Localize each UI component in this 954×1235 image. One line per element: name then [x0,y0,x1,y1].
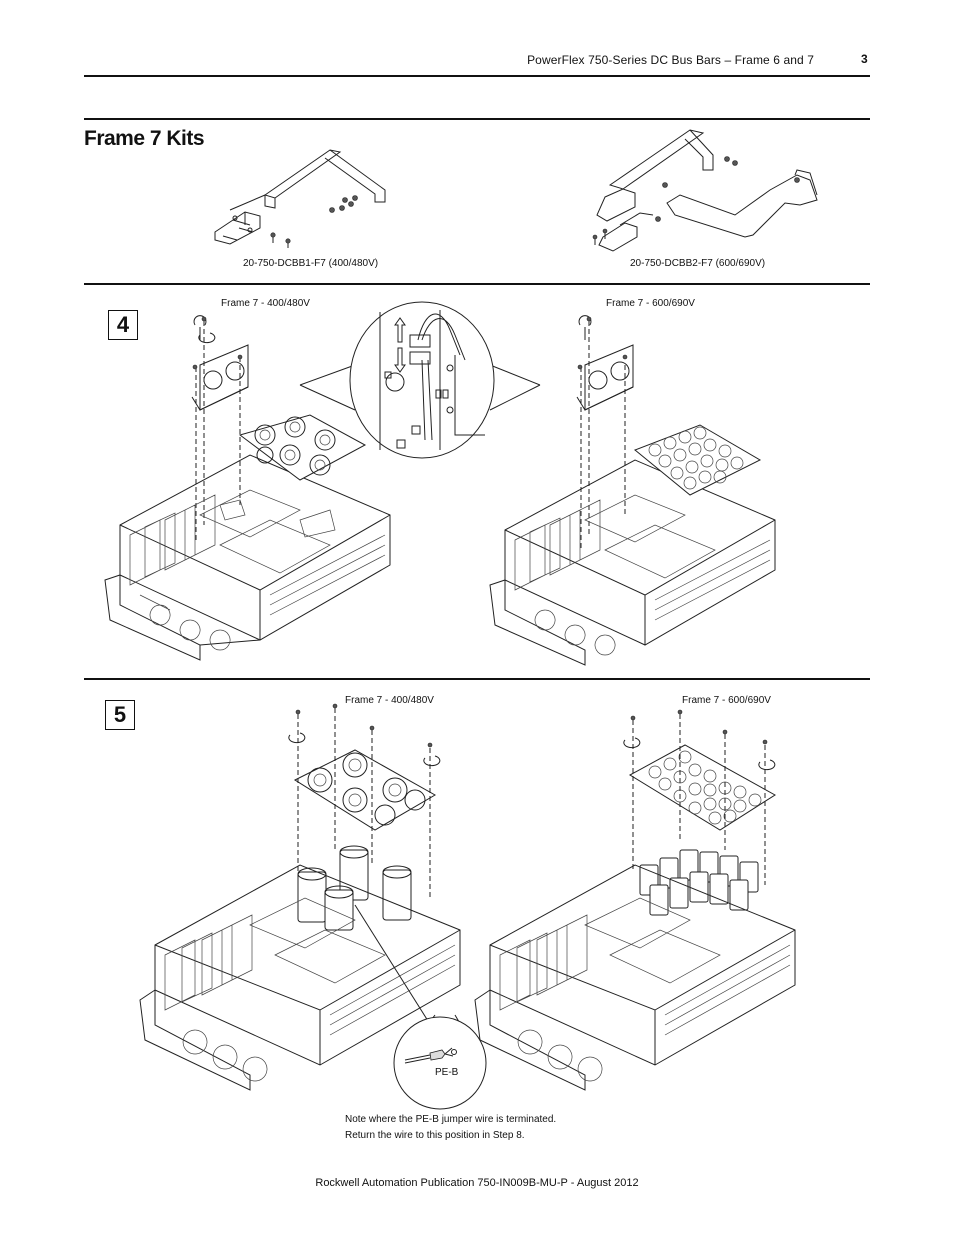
step5-rule [84,678,870,680]
step4-right-drive-illustration [489,315,776,666]
footer-publication: Rockwell Automation Publication 750-IN00… [315,1177,639,1189]
kit-dcbb1-illustration [214,149,386,248]
kit-dcbb2-label: 20-750-DCBB2-F7 (600/690V) [630,258,766,269]
section-rule [84,118,870,120]
pe-b-callout-illustration [393,1014,487,1110]
pe-b-label: PE-B [435,1067,459,1078]
step5-left-label: Frame 7 - 400/480V [345,695,434,706]
step5-number: 5 [105,700,135,730]
step5-right-label: Frame 7 - 600/690V [682,695,771,706]
step5-note: Note where the PE-B jumper wire is termi… [345,1112,556,1144]
kit-dcbb1-label: 20-750-DCBB1-F7 (400/480V) [243,258,379,269]
kit-dcbb2-illustration [592,129,818,252]
section-title: Frame 7 Kits [84,127,205,150]
step5-right-drive-illustration [474,709,796,1091]
header-rule [84,75,870,77]
step4-number: 4 [108,310,138,340]
step4-left-label: Frame 7 - 400/480V [221,298,310,309]
step5-left-drive-illustration [139,703,461,1091]
step4-right-label: Frame 7 - 600/690V [606,298,695,309]
step5-note-line1: Note where the PE-B jumper wire is termi… [345,1114,557,1125]
step4-zoom-inset [299,301,541,459]
step4-rule [84,283,870,285]
page-number: 3 [861,52,868,66]
step4-left-drive-illustration [104,315,391,661]
step5-note-line2: Return the wire to this position in Step… [345,1130,525,1141]
header-title: PowerFlex 750-Series DC Bus Bars – Frame… [527,53,814,67]
